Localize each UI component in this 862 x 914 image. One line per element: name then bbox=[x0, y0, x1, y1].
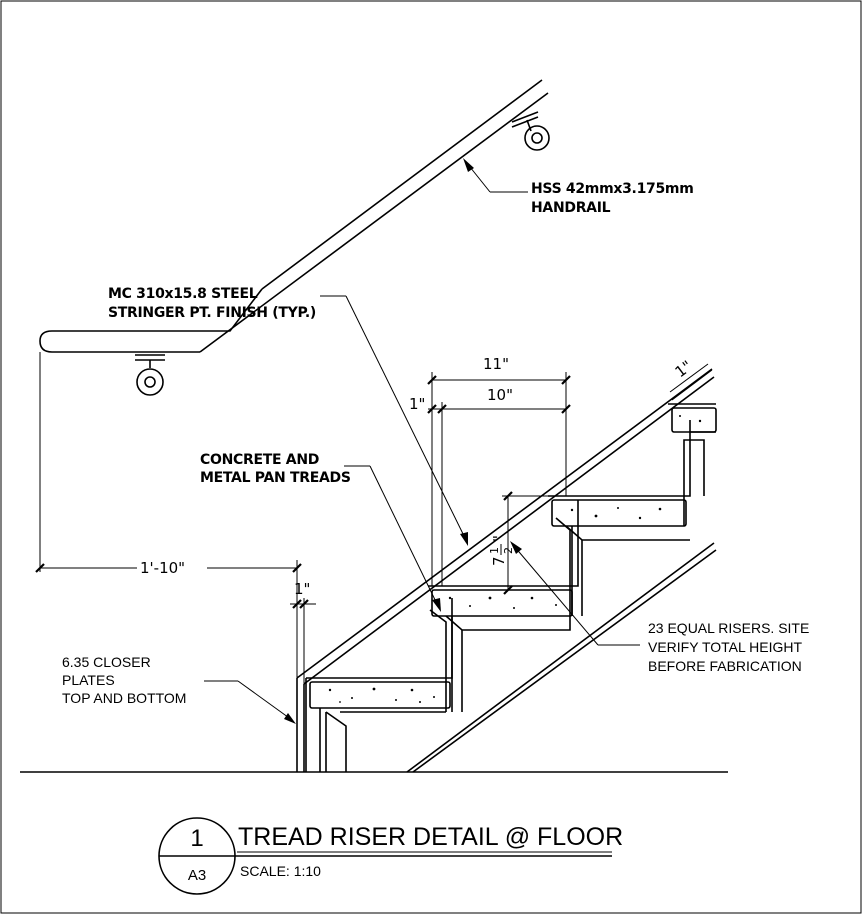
note-risers-line3: BEFORE FABRICATION bbox=[648, 658, 802, 674]
detail-sheet: A3 bbox=[188, 867, 206, 884]
step-3 bbox=[548, 420, 705, 616]
detail-number: 1 bbox=[190, 825, 203, 852]
dim-nosing-label: 1" bbox=[409, 395, 425, 413]
stringer bbox=[296, 368, 717, 773]
note-stringer-line1: MC 310x15.8 STEEL bbox=[108, 286, 258, 302]
note-risers-line1: 23 EQUAL RISERS. SITE bbox=[648, 620, 809, 636]
svg-text:7: 7 bbox=[490, 556, 508, 566]
dim-handrail-extension bbox=[35, 352, 302, 678]
note-closer-line1: 6.35 CLOSER bbox=[62, 654, 151, 670]
leader-stringer bbox=[320, 295, 468, 546]
svg-text:2: 2 bbox=[502, 547, 515, 554]
dim-stringer-thickness-label: 1" bbox=[672, 357, 696, 381]
dim-stringer-thickness bbox=[669, 363, 713, 401]
note-risers-line2: VERIFY TOTAL HEIGHT bbox=[648, 639, 802, 655]
leader-closer bbox=[204, 680, 296, 724]
detail-scale: SCALE: 1:10 bbox=[240, 863, 321, 879]
detail-title: TREAD RISER DETAIL @ FLOOR bbox=[238, 823, 623, 851]
step-2 bbox=[428, 500, 579, 712]
dim-mask bbox=[137, 558, 207, 576]
handrail-bracket-lower bbox=[135, 354, 165, 396]
svg-text:": " bbox=[490, 535, 508, 542]
dim-handrail-extension-label: 1'-10" bbox=[140, 559, 185, 577]
dim-riser bbox=[432, 491, 548, 595]
concrete-texture bbox=[328, 415, 702, 703]
leader-treads bbox=[344, 465, 441, 612]
step-4 bbox=[668, 403, 717, 433]
note-stringer-line2: STRINGER PT. FINISH (TYP.) bbox=[108, 305, 316, 321]
detail-bubble bbox=[158, 817, 612, 895]
concrete-tread-3 bbox=[551, 499, 687, 527]
note-handrail-line1: HSS 42mmx3.175mm bbox=[531, 181, 693, 197]
dim-tread-net bbox=[427, 402, 571, 586]
dim-tread-net-label: 10" bbox=[487, 386, 513, 404]
svg-text:1: 1 bbox=[488, 547, 501, 554]
dim-riser-label: 7 1 2 " bbox=[488, 535, 515, 566]
note-treads-line1: CONCRETE AND bbox=[200, 452, 319, 468]
step-1 bbox=[305, 598, 453, 772]
concrete-tread-4 bbox=[671, 407, 717, 433]
dim-stringer-offset bbox=[290, 598, 316, 684]
handrail bbox=[39, 79, 549, 353]
note-handrail-line2: HANDRAIL bbox=[531, 200, 611, 216]
concrete-tread-2 bbox=[431, 589, 573, 617]
handrail-bracket-upper bbox=[511, 111, 550, 151]
note-treads-line2: METAL PAN TREADS bbox=[200, 470, 351, 486]
dim-tread-overall-label: 11" bbox=[483, 355, 509, 373]
leader-risers bbox=[510, 541, 640, 646]
note-closer-line2: PLATES bbox=[62, 672, 115, 688]
leader-handrail bbox=[463, 158, 528, 193]
note-closer-line3: TOP AND BOTTOM bbox=[62, 690, 186, 706]
concrete-tread-1 bbox=[309, 681, 451, 709]
dim-stringer-offset-label: 1" bbox=[294, 580, 310, 598]
